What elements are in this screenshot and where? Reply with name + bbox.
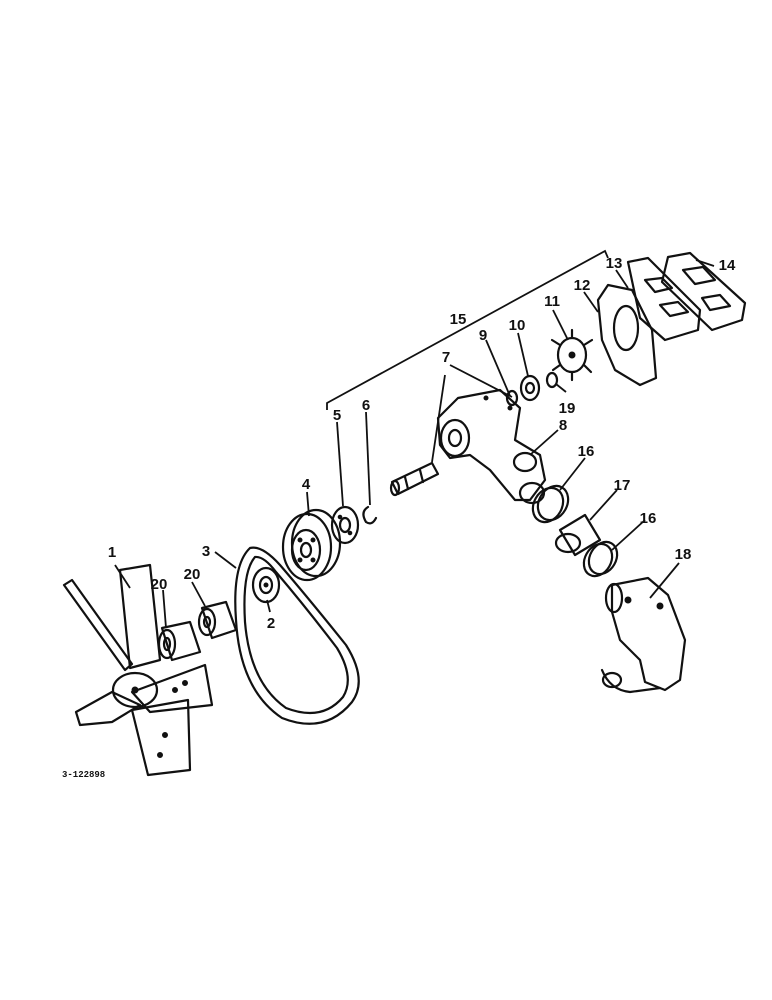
callout-1: 1: [108, 544, 116, 561]
callout-15: 15: [450, 311, 467, 328]
callout-20-rear: 20: [184, 566, 201, 583]
callout-7: 7: [442, 349, 450, 366]
snap-ring: [362, 505, 378, 525]
callout-14: 14: [719, 257, 736, 274]
callout-20-front: 20: [151, 576, 168, 593]
callout-5: 5: [333, 407, 341, 424]
impeller: [550, 328, 594, 382]
fan-assembly: [62, 563, 214, 777]
callout-8: 8: [559, 417, 567, 434]
seal-ring: [545, 371, 559, 389]
callout-6: 6: [362, 397, 370, 414]
drawing-number: 3-122898: [62, 770, 105, 780]
seal-assembly: [519, 374, 541, 402]
callout-2: 2: [267, 615, 275, 632]
fan-spacer-front: [157, 620, 202, 662]
water-elbow: [600, 576, 687, 694]
water-hose: [554, 513, 602, 557]
pump-shaft: [389, 461, 440, 497]
pump-gasket: [596, 283, 658, 387]
callout-17: 17: [614, 477, 631, 494]
callout-12: 12: [574, 277, 591, 294]
seal-washer: [505, 389, 519, 407]
pulley-hub: [330, 505, 360, 545]
callout-18: 18: [675, 546, 692, 563]
hose-clamp-upper: [531, 484, 570, 524]
leader-lines: [114, 259, 715, 629]
callout-16-upper: 16: [578, 443, 595, 460]
hose-clamp-lower: [582, 540, 619, 578]
callout-10: 10: [509, 317, 526, 334]
plate-gasket: [660, 251, 747, 332]
callout-9: 9: [479, 327, 487, 344]
callout-19: 19: [559, 400, 576, 417]
cover-plate: [626, 256, 702, 342]
callout-3: 3: [202, 543, 210, 560]
assembly-bracket: [326, 249, 609, 410]
callout-labels: 1 2 3 4 5 6 7 8 9 10 11 12 13 14 15 16 1…: [108, 255, 736, 632]
water-pump-pulley: [281, 508, 342, 582]
v-belt: [234, 546, 360, 725]
callout-4: 4: [302, 476, 311, 493]
fan-spacer-rear: [197, 600, 238, 640]
idler-pulley: [251, 566, 281, 604]
callout-13: 13: [606, 255, 623, 272]
water-pump-body: [436, 388, 547, 505]
callout-11: 11: [544, 293, 560, 310]
callout-16-lower: 16: [640, 510, 657, 527]
